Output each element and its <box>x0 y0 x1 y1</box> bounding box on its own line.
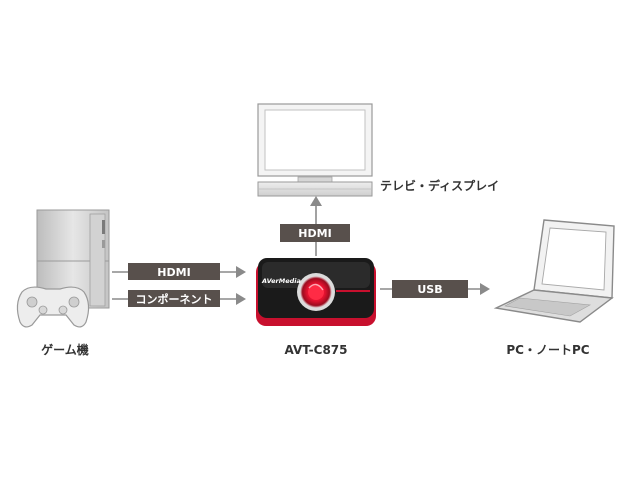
capture-device-image: AVerMedia <box>256 258 376 326</box>
tv-display-icon <box>257 103 373 197</box>
console-hdmi-tag: HDMI <box>128 263 220 280</box>
pc-laptop-label: PC・ノートPC <box>506 343 589 357</box>
game-controller-icon <box>16 286 90 328</box>
pc-usb-label: USB <box>417 283 442 296</box>
pc-usb-tag: USB <box>392 280 468 298</box>
console-component-tag: コンポーネント <box>128 290 220 307</box>
capture-device-label: AVT-C875 <box>284 343 347 357</box>
tv-hdmi-tag: HDMI <box>280 224 350 242</box>
tv-display-label: テレビ・ディスプレイ <box>380 178 499 193</box>
capture-device-brand: AVerMedia <box>261 277 301 285</box>
console-hdmi-label: HDMI <box>157 266 190 279</box>
game-console-label: ゲーム機 <box>41 342 89 357</box>
console-component-label: コンポーネント <box>136 292 213 306</box>
laptop-icon <box>493 219 615 323</box>
tv-hdmi-label: HDMI <box>298 227 331 240</box>
